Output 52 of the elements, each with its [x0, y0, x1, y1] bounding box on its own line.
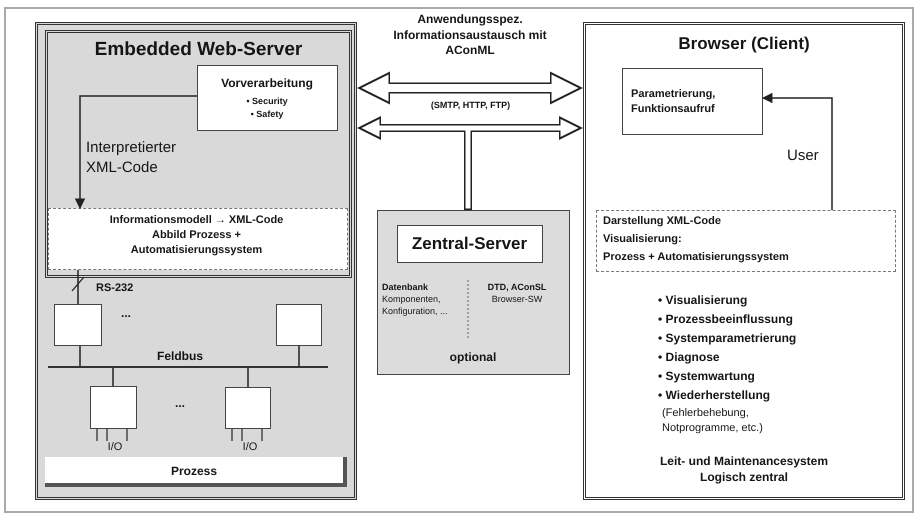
connector-line — [77, 270, 79, 304]
device-box — [54, 304, 102, 346]
arrow — [762, 92, 833, 210]
ellipsis: ... — [174, 396, 186, 412]
process-box — [197, 65, 338, 131]
list-item: • Systemparametrierung — [658, 330, 798, 346]
box-text: Informationsmodell → XML-Code Abbild Prozess + Automatisierungssystem — [108, 213, 284, 258]
note-text: DTD, AConSL Browser-SW — [486, 281, 548, 306]
client-panel — [583, 22, 905, 500]
dashed-box — [48, 208, 348, 270]
list-item: • Safety — [250, 108, 284, 120]
dashed-box — [596, 210, 896, 272]
io-label: I/O — [242, 440, 258, 454]
connector-line — [298, 346, 300, 366]
box-text: Prozess — [170, 463, 218, 480]
list-item: • Security — [245, 95, 289, 108]
list-item: • Systemwartung — [658, 368, 756, 384]
server-panel — [377, 210, 570, 375]
device-box — [225, 387, 271, 429]
heading: Zentral-Server — [410, 233, 528, 255]
box-text: Visualisierung: — [603, 232, 683, 247]
note-text: (Fehlerbehebung, Notprogramme, etc.) — [662, 406, 764, 436]
protocol-label: (SMTP, HTTP, FTP) — [430, 100, 512, 112]
bus-label: Feldbus — [156, 349, 204, 365]
list-item: • Prozessbeeinflussung — [658, 311, 794, 328]
caption-text: Leit- und Maintenancesystem Logisch zentral — [658, 453, 830, 486]
list-item: • Visualisierung — [658, 292, 748, 308]
box-text: Darstellung XML-Code — [603, 214, 722, 229]
heading: Browser (Client) — [677, 33, 811, 55]
device-box — [276, 304, 322, 346]
heading: Embedded Web-Server — [94, 38, 304, 62]
arrow — [74, 95, 197, 210]
box-text: Parametrierung, Funktionsaufruf — [631, 87, 716, 117]
process-box — [622, 68, 763, 135]
process-bar — [45, 457, 347, 487]
box-text: Prozess + Automatisierungssystem — [603, 250, 790, 265]
io-label: I/O — [106, 440, 124, 454]
list-item: • Wiederherstellung — [658, 387, 772, 404]
heading: Vorverarbeitung — [220, 75, 314, 92]
list-item: • Diagnose — [658, 349, 721, 366]
note-text: Datenbank Komponenten, Konfiguration, ... — [382, 281, 449, 318]
title-box — [397, 225, 543, 263]
connector-line — [112, 368, 114, 386]
ellipsis: ... — [120, 306, 132, 322]
connector-line — [247, 368, 249, 387]
server-box — [45, 30, 352, 278]
caption-text: optional — [448, 349, 498, 366]
bus-line — [48, 366, 328, 368]
connector-line — [79, 346, 81, 366]
double-arrow — [357, 72, 583, 104]
device-box — [90, 386, 137, 429]
server-panel — [35, 22, 357, 500]
